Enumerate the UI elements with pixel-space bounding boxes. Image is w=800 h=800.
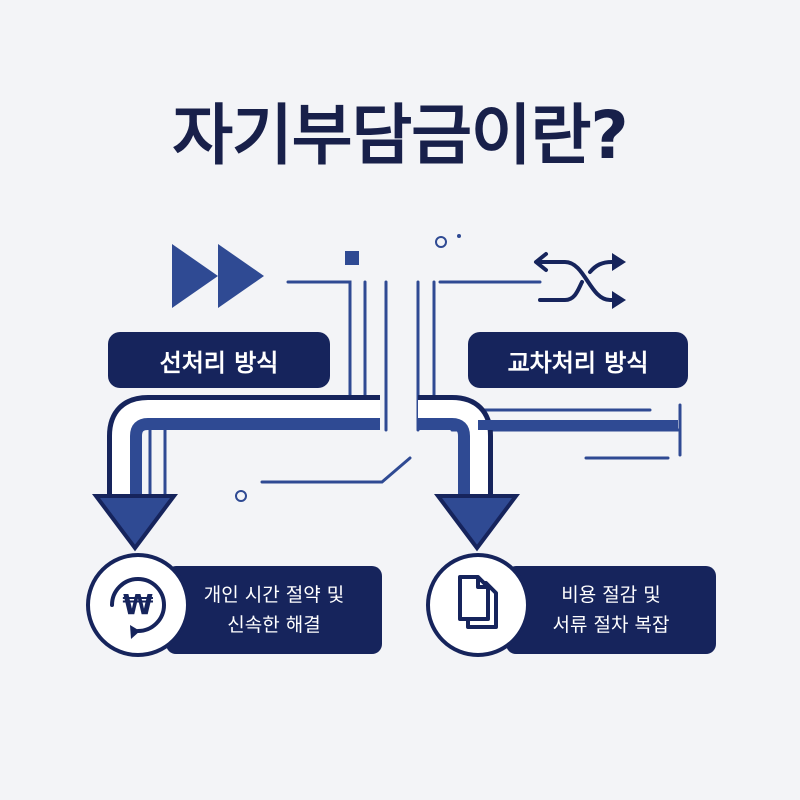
left-result-line1: 개인 시간 절약 및 <box>203 584 345 606</box>
right-flow-arrow <box>418 395 678 552</box>
right-result-line1: 비용 절감 및 <box>561 584 661 606</box>
connector-lines <box>148 280 682 502</box>
right-method-label: 교차처리 방식 <box>468 332 688 388</box>
right-result-icon-circle <box>426 553 530 657</box>
left-result-line2: 신속한 해결 <box>227 614 321 636</box>
left-result-box: 개인 시간 절약 및 신속한 해결 <box>166 566 382 654</box>
left-method-label: 선처리 방식 <box>108 332 330 388</box>
left-result-icon-circle: ₩ <box>86 553 190 657</box>
won-refresh-icon: ₩ <box>110 577 166 639</box>
document-stack-icon <box>458 575 498 629</box>
fast-forward-icon <box>172 244 264 308</box>
decor-dot-top <box>457 234 461 238</box>
won-symbol: ₩ <box>123 588 154 621</box>
decor-square <box>345 251 359 265</box>
decor-circle-top <box>435 236 447 248</box>
left-flow-arrow <box>92 395 380 552</box>
shuffle-arrows-icon <box>534 252 626 309</box>
page-title: 자기부담금이란? <box>172 97 628 174</box>
decor-circle-mid <box>235 490 247 502</box>
right-result-box: 비용 절감 및 서류 절차 복잡 <box>506 566 716 654</box>
right-result-line2: 서류 절차 복잡 <box>552 614 670 636</box>
